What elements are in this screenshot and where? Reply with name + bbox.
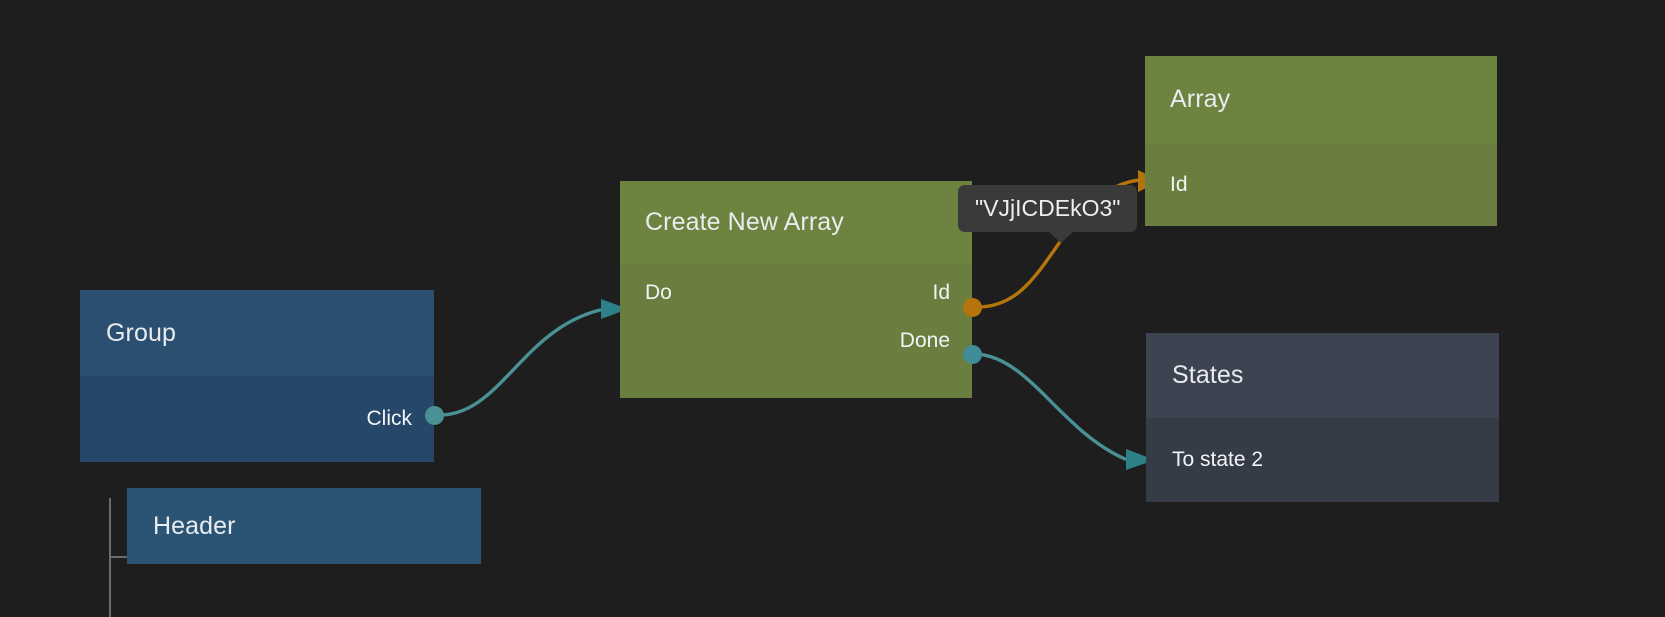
port-row-group-click[interactable]: Click: [80, 376, 434, 462]
port-label-array-id: Id: [1170, 172, 1188, 196]
node-array-body: Id: [1145, 143, 1497, 226]
node-create-new-array-title: Create New Array: [645, 208, 844, 236]
port-row-to-state-2[interactable]: To state 2: [1146, 418, 1499, 502]
node-group-header[interactable]: Group: [80, 290, 434, 376]
edge-click-to-do: [434, 308, 602, 417]
node-states[interactable]: States To state 2: [1146, 333, 1499, 502]
node-header-title: Header: [153, 511, 236, 540]
node-states-header[interactable]: States: [1146, 333, 1499, 418]
node-create-new-array-body: Do Id Done: [620, 264, 972, 398]
node-group-title: Group: [106, 318, 176, 347]
port-label-to-state-2: To state 2: [1172, 448, 1264, 471]
node-group-body: Click: [80, 376, 434, 462]
port-label-done: Done: [899, 329, 950, 352]
port-row-array-id[interactable]: Id: [1145, 143, 1497, 226]
port-label-do: Do: [645, 281, 672, 304]
port-row-id[interactable]: Id: [620, 272, 972, 314]
node-states-title: States: [1172, 361, 1244, 389]
node-header-header[interactable]: Header: [127, 488, 481, 564]
port-dot-done[interactable]: [963, 345, 982, 364]
port-dot-id[interactable]: [963, 298, 982, 317]
port-row-done[interactable]: Done: [620, 320, 972, 362]
node-header[interactable]: Header: [127, 488, 481, 564]
node-array[interactable]: Array Id: [1145, 56, 1497, 226]
edge-done-to-state: [975, 352, 1127, 461]
port-label-id: Id: [932, 281, 950, 304]
value-tooltip-text: "VJjICDEkO3": [975, 195, 1121, 221]
port-label-click: Click: [366, 407, 413, 430]
node-states-body: To state 2: [1146, 418, 1499, 502]
node-array-title: Array: [1170, 85, 1231, 113]
node-array-header[interactable]: Array: [1145, 56, 1497, 143]
node-group[interactable]: Group Click: [80, 290, 434, 462]
port-row-do[interactable]: Do: [620, 272, 972, 314]
value-tooltip-tail: [1048, 231, 1074, 243]
node-create-new-array-header[interactable]: Create New Array: [620, 181, 972, 264]
value-tooltip: "VJjICDEkO3": [958, 185, 1138, 243]
port-dot-click[interactable]: [425, 406, 444, 425]
node-create-new-array[interactable]: Create New Array Do Id Done: [620, 181, 972, 398]
